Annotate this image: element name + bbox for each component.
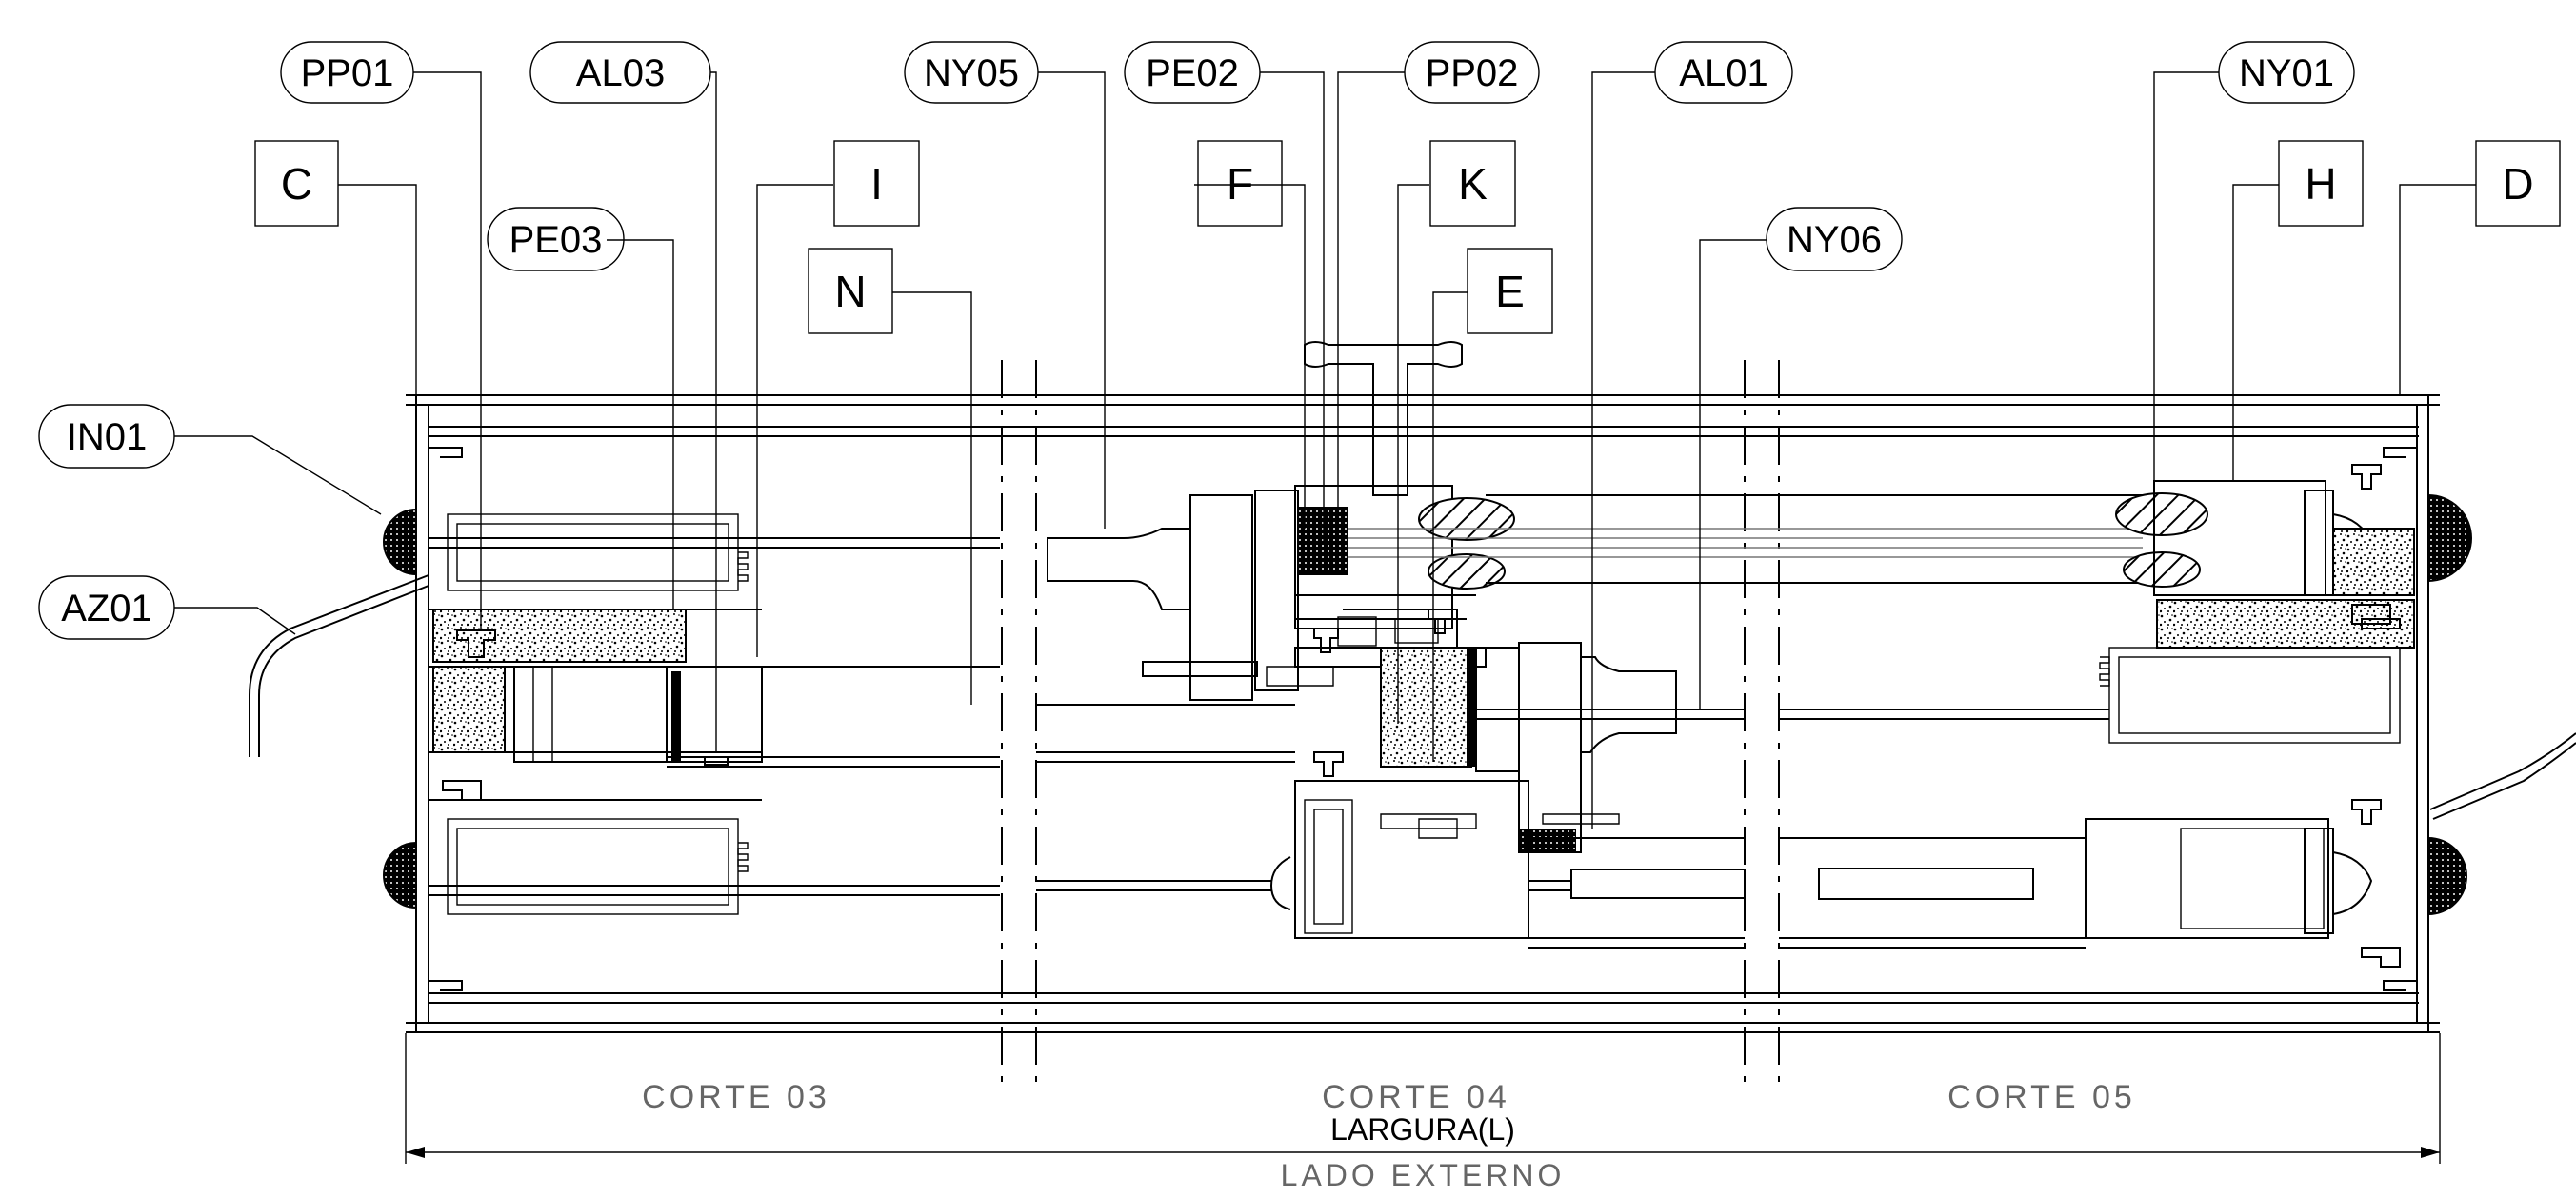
outer-frame (406, 394, 2440, 1033)
callout-AL03-label: AL03 (576, 52, 665, 94)
callout-AZ01: AZ01 (38, 575, 175, 640)
center-rails (1036, 704, 1746, 949)
callout-PP01-label: PP01 (301, 52, 394, 94)
callout-PE03: PE03 (487, 207, 625, 271)
center-interlock (1047, 341, 2152, 939)
section-label-corte-03: CORTE 03 (642, 1079, 830, 1115)
marker-E-label: E (1495, 267, 1525, 316)
callout-PP01: PP01 (280, 41, 414, 104)
left-profile (429, 513, 1000, 915)
callout-NY05-label: NY05 (924, 52, 1019, 94)
callout-PP02-label: PP02 (1426, 52, 1519, 94)
marker-K: K (1429, 140, 1516, 227)
width-dimension: LARGURA(L) LADO EXTERNO (405, 1033, 2441, 1192)
marker-D-label: D (2502, 159, 2533, 209)
section-label-corte-05: CORTE 05 (1947, 1079, 2136, 1115)
callout-AL01-label: AL01 (1679, 52, 1767, 94)
marker-I-label: I (870, 159, 883, 209)
marker-C-label: C (281, 159, 312, 209)
marker-K-label: K (1458, 159, 1488, 209)
callout-NY06: NY06 (1766, 207, 1903, 271)
break-lines (1001, 360, 1780, 1090)
callout-PE02-label: PE02 (1146, 52, 1239, 94)
marker-N-label: N (834, 267, 866, 316)
section-label-corte-04: CORTE 04 (1322, 1079, 1510, 1115)
marker-F-label: F (1227, 159, 1253, 209)
callout-AL01: AL01 (1654, 41, 1793, 104)
callout-PP02: PP02 (1404, 41, 1540, 104)
marker-F: F (1197, 140, 1283, 227)
callout-PE03-label: PE03 (509, 219, 603, 261)
callout-NY01: NY01 (2218, 41, 2355, 104)
callout-NY05: NY05 (904, 41, 1039, 104)
marker-N: N (808, 248, 893, 334)
callout-IN01: IN01 (38, 404, 175, 469)
marker-H-label: H (2305, 159, 2336, 209)
callout-PE02: PE02 (1124, 41, 1261, 104)
callout-AZ01-label: AZ01 (61, 588, 152, 629)
marker-D: D (2475, 140, 2561, 227)
dimension-side-label: LADO EXTERNO (1281, 1158, 1566, 1192)
marker-H: H (2278, 140, 2364, 227)
callout-NY01-label: NY01 (2239, 52, 2334, 94)
leader-lines (174, 71, 2476, 829)
dimension-width-label: LARGURA(L) (1330, 1112, 1515, 1147)
callout-IN01-label: IN01 (67, 416, 148, 458)
callout-NY06-label: NY06 (1787, 219, 1882, 261)
marker-I: I (833, 140, 920, 227)
right-profile (1779, 464, 2576, 968)
left-seals (249, 508, 429, 909)
callout-AL03: AL03 (529, 41, 711, 104)
marker-C: C (254, 140, 339, 227)
marker-E: E (1467, 248, 1553, 334)
